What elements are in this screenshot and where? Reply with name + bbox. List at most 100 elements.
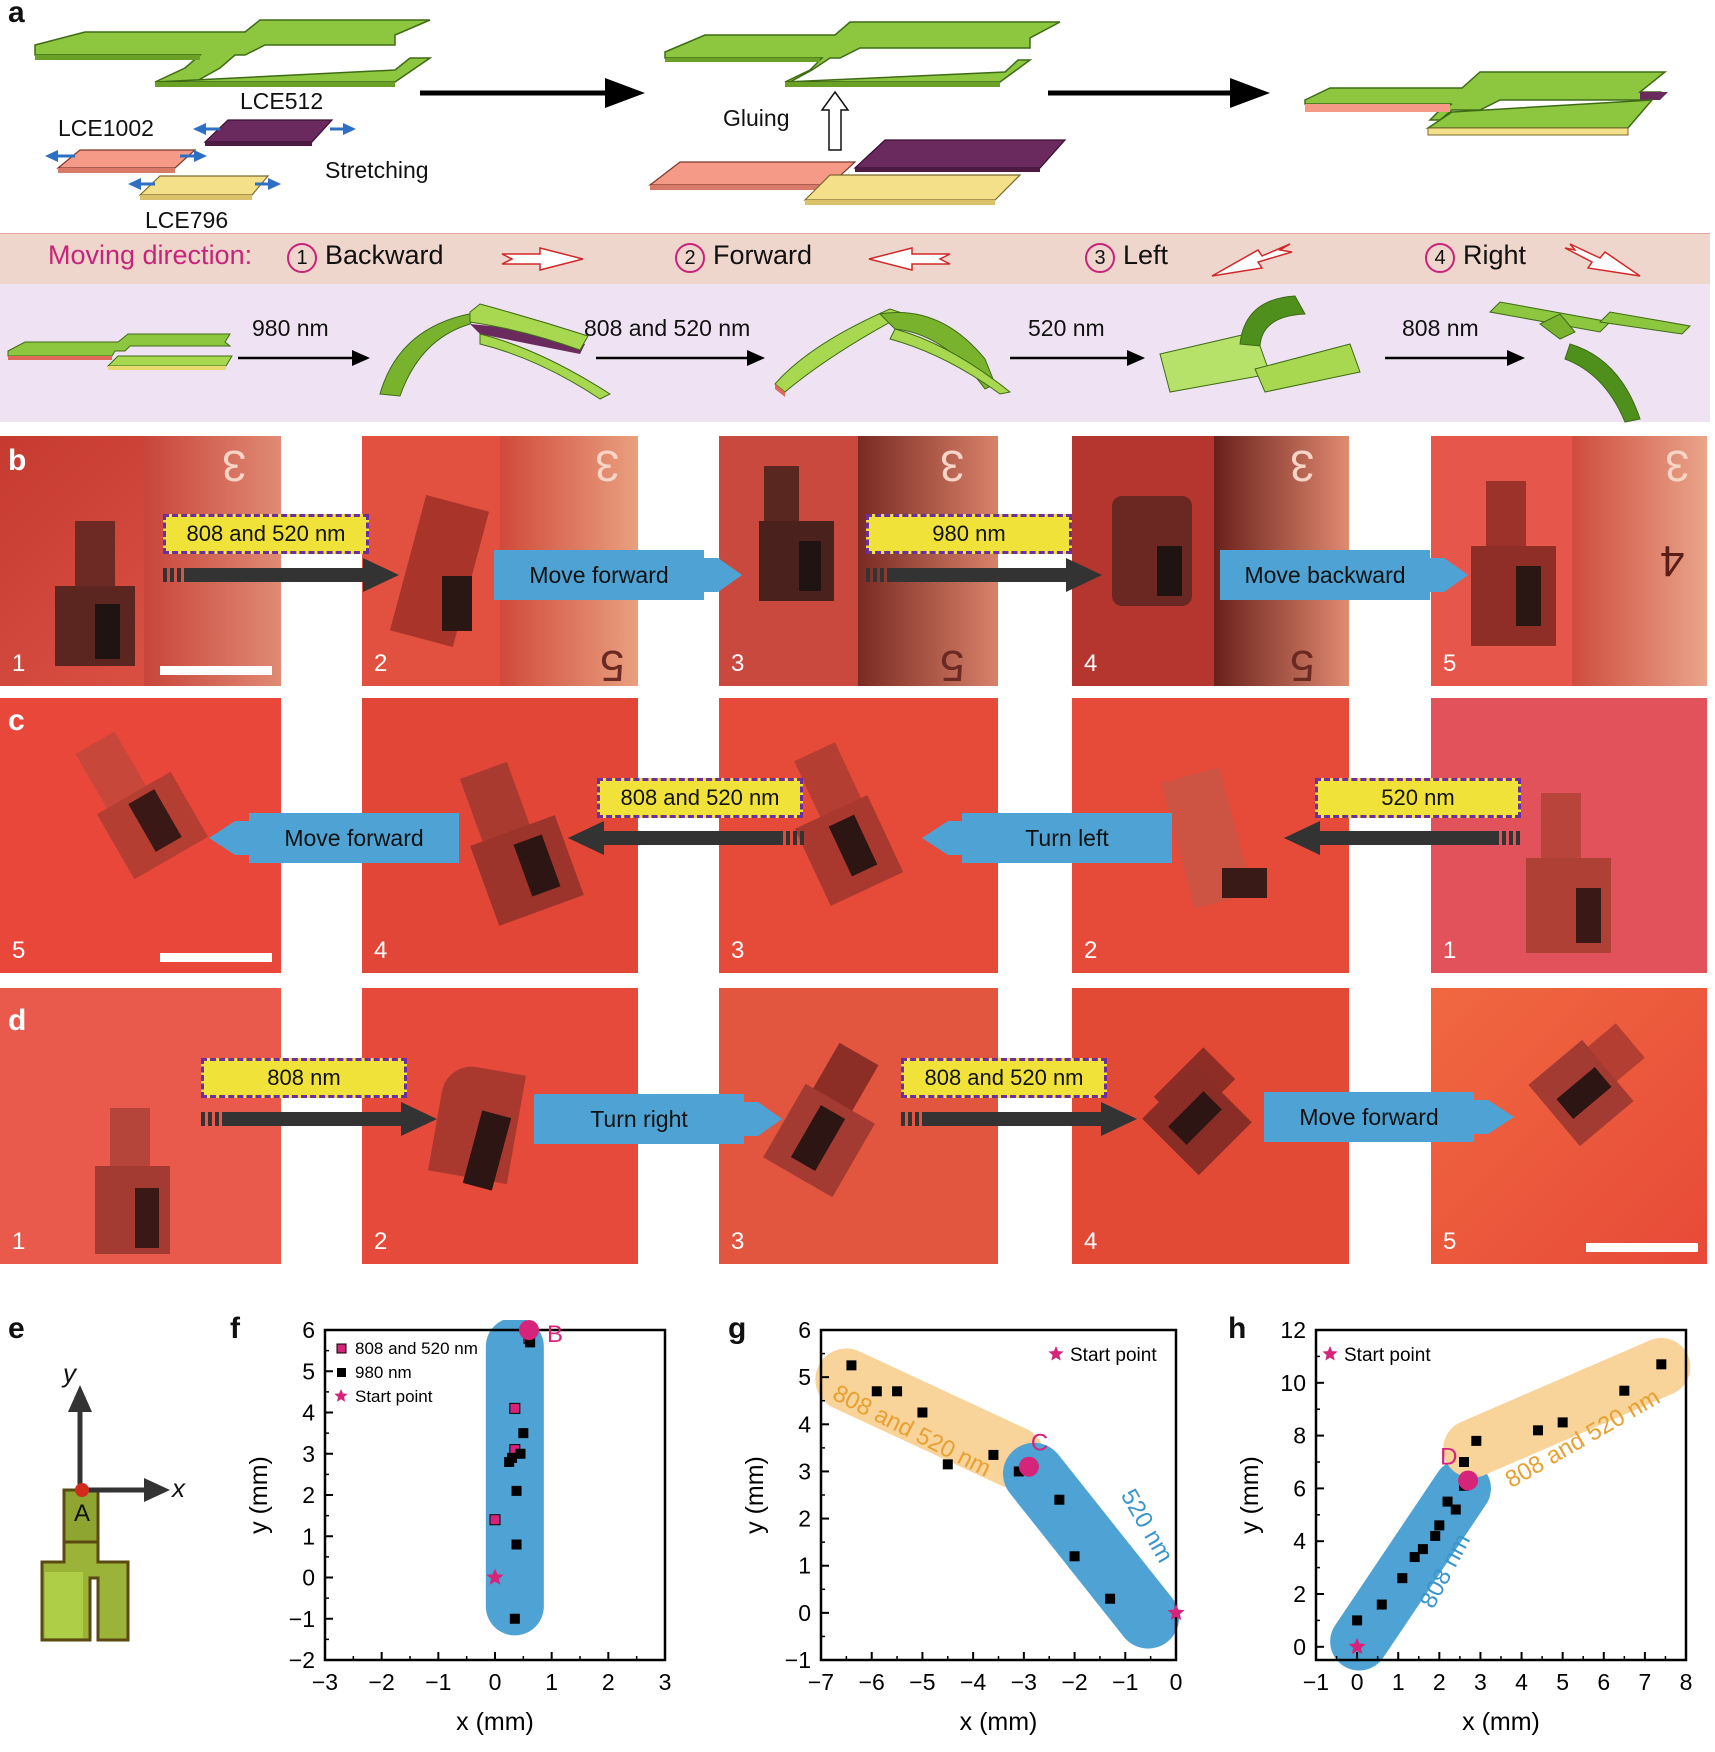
ruler-digit: 3: [222, 441, 247, 490]
y-axis-label: y (mm): [1236, 1456, 1264, 1534]
x-tick-label: −7: [808, 1669, 834, 1695]
x-tick-label: 4: [1515, 1669, 1528, 1695]
x-tick-label: −3: [312, 1669, 338, 1695]
y-tick-label: 2: [302, 1482, 315, 1508]
data-point: [511, 1485, 522, 1496]
data-point: [1054, 1494, 1065, 1505]
data-point: [1430, 1530, 1441, 1541]
y-tick-label: 10: [1280, 1370, 1306, 1396]
light-label-520: 520 nm: [1315, 778, 1521, 818]
stretching-label: Stretching: [325, 157, 429, 183]
data-point: [1397, 1573, 1408, 1584]
panel-label-c: c: [8, 704, 25, 737]
move-label: Turn right: [534, 1094, 744, 1144]
data-point: [917, 1407, 928, 1418]
data-point-808-520: [489, 1514, 501, 1526]
frame-number: 3: [731, 650, 745, 677]
sample-dark-strip: [799, 541, 821, 591]
lce796-label: LCE796: [145, 207, 229, 233]
y-axis-label: y (mm): [245, 1456, 273, 1534]
move-forward-arrow: Move forward: [1264, 1092, 1514, 1142]
data-point: [988, 1449, 999, 1460]
sample-body: [1486, 481, 1526, 551]
x-tick-label: −6: [859, 1669, 885, 1695]
frame-number: 4: [374, 937, 388, 964]
move-forward-arrow: Move forward: [209, 813, 459, 863]
frame-number: 4: [1084, 650, 1098, 677]
data-point: [1619, 1385, 1630, 1396]
sample-dark-strip: [1576, 888, 1601, 943]
sample-legs: [1471, 546, 1556, 646]
point-annotation: C: [1031, 1430, 1048, 1457]
sample-body: [389, 494, 490, 648]
panel-label-h: h: [1228, 1312, 1247, 1345]
move-backward-arrow: Move backward: [1220, 550, 1468, 600]
direction-3-label: Left: [1123, 240, 1169, 270]
data-point: [1105, 1593, 1116, 1604]
y-tick-label: −1: [785, 1647, 811, 1673]
actuation-schematics: [7, 295, 1692, 423]
irradiation-arrow: [163, 558, 399, 592]
y-tick-label: 12: [1280, 1320, 1306, 1343]
light-actuation-strip: [0, 284, 1710, 422]
wavelength-808-520-label: 808 and 520 nm: [584, 315, 751, 341]
y-tick-label: 4: [302, 1400, 315, 1426]
sample-body: [764, 466, 799, 526]
backward-arrow-icon: [501, 247, 584, 271]
data-point: [1013, 1466, 1024, 1477]
x-tick-label: 2: [602, 1669, 615, 1695]
light-label-808-520: 808 and 520 nm: [597, 778, 803, 818]
axis-y-label: y: [63, 1358, 76, 1388]
sample-dark-strip: [95, 604, 120, 659]
direction-4-number: 4: [1425, 243, 1455, 273]
assembly-schematic: [34, 19, 1668, 205]
lce512-label: LCE512: [240, 88, 324, 114]
trajectory-region-blue: [1003, 1442, 1180, 1649]
sample-dark-strip: [442, 576, 472, 631]
y-tick-label: 0: [1293, 1634, 1306, 1660]
ruler: [858, 436, 998, 686]
y-tick-label: 4: [1293, 1528, 1306, 1554]
x-tick-label: 0: [1351, 1669, 1364, 1695]
data-point: [871, 1386, 882, 1397]
x-tick-label: 1: [545, 1669, 558, 1695]
lce1002-label: LCE1002: [58, 115, 154, 141]
ruler-digit: 3: [595, 441, 620, 490]
ruler-digit: 5: [1290, 641, 1315, 690]
sample-body: [1541, 793, 1581, 863]
arrow-head: [744, 1102, 782, 1136]
frame-number: 5: [12, 937, 26, 964]
coordinate-schematic: [40, 1385, 170, 1642]
start-point-marker: [1348, 1637, 1366, 1655]
frame-number: 2: [374, 1228, 388, 1255]
lce796-film: [138, 175, 270, 200]
legend-label: 808 and 520 nm: [355, 1339, 478, 1358]
x-tick-label: −1: [425, 1669, 451, 1695]
turn-left-arrow: Turn left: [922, 813, 1172, 863]
x-tick-label: 5: [1556, 1669, 1569, 1695]
arrow-head: [922, 821, 962, 855]
data-point: [1471, 1435, 1482, 1446]
legend-marker-980: [337, 1368, 346, 1377]
start-point-marker: [1167, 1603, 1185, 1621]
x-tick-label: 1: [1392, 1669, 1405, 1695]
data-point: [1557, 1417, 1568, 1428]
y-tick-label: 2: [1293, 1581, 1306, 1607]
y-tick-label: 1: [798, 1553, 811, 1579]
stretch-arrows: [45, 123, 356, 190]
light-label-980: 980 nm: [866, 514, 1072, 554]
y-axis-label: y (mm): [741, 1456, 769, 1534]
gluing-label: Gluing: [723, 105, 790, 131]
lce-green-film-1: [34, 19, 433, 87]
legend-marker-start: [334, 1389, 348, 1402]
x-tick-label: −3: [1011, 1669, 1037, 1695]
x-axis-label: x (mm): [960, 1708, 1038, 1736]
process-arrow-2: [1048, 78, 1270, 108]
data-point: [1352, 1615, 1363, 1626]
ruler: [144, 436, 281, 686]
panel-label-a: a: [8, 0, 25, 29]
